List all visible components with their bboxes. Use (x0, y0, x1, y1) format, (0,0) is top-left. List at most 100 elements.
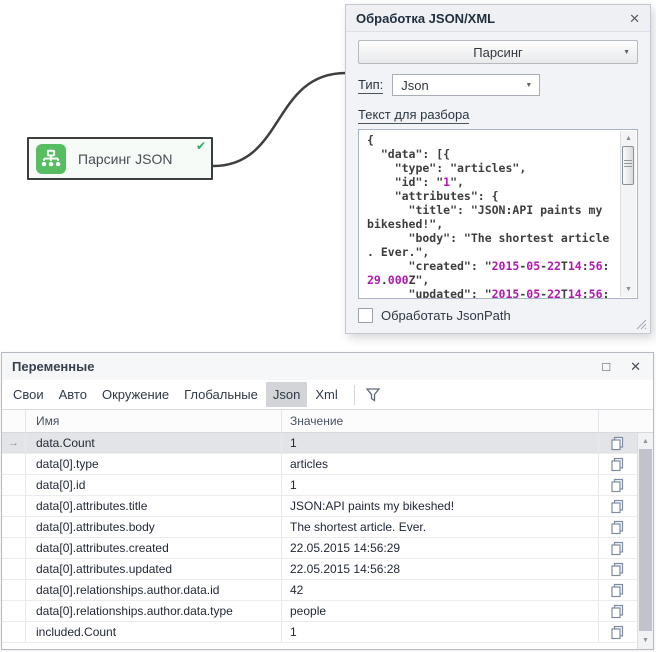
row-selector-gutter: → (2, 433, 26, 453)
row-selector-gutter (2, 580, 26, 600)
copy-icon[interactable] (610, 625, 625, 640)
properties-panel: Обработка JSON/XML ✕ Парсинг ▼ Тип: Json… (345, 4, 651, 334)
scroll-down-icon[interactable]: ▼ (642, 637, 649, 644)
table-scrollbar[interactable]: ▲ ▼ (637, 433, 653, 649)
tab-окружение[interactable]: Окружение (101, 387, 170, 402)
variable-value: 1 (282, 475, 599, 495)
properties-panel-titlebar: Обработка JSON/XML ✕ (346, 5, 650, 32)
copy-cell (599, 496, 635, 516)
row-selector-gutter (2, 559, 26, 579)
variable-value: 1 (282, 622, 599, 642)
copy-cell (599, 622, 635, 642)
tab-авто[interactable]: Авто (58, 387, 87, 402)
variable-value: The shortest article. Ever. (282, 517, 599, 537)
jsonpath-checkbox[interactable] (358, 308, 373, 323)
variables-panel-title: Переменные (12, 359, 95, 374)
copy-icon[interactable] (610, 541, 625, 556)
row-selector-gutter (2, 517, 26, 537)
toolbar-separator (353, 384, 355, 405)
table-row[interactable]: data[0].attributes.updated 22.05.2015 14… (2, 559, 637, 580)
copy-icon[interactable] (610, 604, 625, 619)
tab-xml[interactable]: Xml (315, 387, 338, 402)
table-row[interactable]: data[0].relationships.author.data.type p… (2, 601, 637, 622)
header-gutter (2, 410, 26, 432)
row-selector-gutter (2, 538, 26, 558)
tab-глобальные[interactable]: Глобальные (184, 387, 258, 402)
copy-cell (599, 601, 635, 621)
type-dropdown-value: Json (401, 77, 429, 93)
variables-panel: Переменные □ ✕ Свои Авто Окружение Глобальн… (1, 352, 654, 650)
copy-cell (599, 580, 635, 600)
action-dropdown[interactable]: Парсинг ▼ (358, 40, 638, 64)
table-row[interactable]: data[0].attributes.body The shortest art… (2, 517, 637, 538)
row-selector-gutter (2, 622, 26, 642)
header-copy (599, 410, 635, 432)
table-row[interactable]: → data.Count 1 (2, 433, 637, 454)
selected-row-arrow: → (8, 437, 19, 449)
flow-node-parse-json[interactable]: Парсинг JSON ✔ (27, 137, 213, 180)
editor-scrollbar[interactable]: ▲ ▼ (620, 131, 636, 297)
resize-grip[interactable] (635, 318, 647, 330)
copy-icon[interactable] (610, 436, 625, 451)
table-row[interactable]: data[0].relationships.author.data.id 42 (2, 580, 637, 601)
scrollbar-thumb[interactable] (622, 146, 634, 185)
copy-icon[interactable] (610, 562, 625, 577)
copy-cell (599, 454, 635, 474)
copy-cell (599, 517, 635, 537)
close-icon[interactable]: ✕ (630, 359, 641, 374)
variable-name: included.Count (26, 622, 282, 642)
copy-icon[interactable] (610, 520, 625, 535)
chevron-down-icon: ▼ (623, 49, 630, 56)
copy-icon[interactable] (610, 478, 625, 493)
success-check-icon: ✔ (195, 139, 206, 153)
variable-value: 42 (282, 580, 599, 600)
variable-name: data[0].relationships.author.data.type (26, 601, 282, 621)
table-row[interactable]: data[0].type articles (2, 454, 637, 475)
json-text-editor[interactable]: { "data": [{ "type": "articles", "id": "… (358, 129, 638, 299)
table-row[interactable]: included.Count 1 (2, 622, 637, 643)
table-row[interactable]: data[0].id 1 (2, 475, 637, 496)
variable-value: 1 (282, 433, 599, 453)
parse-text-label: Текст для разбора (358, 107, 470, 124)
type-dropdown[interactable]: Json ▼ (392, 74, 541, 96)
table-rows: → data.Count 1 data[0].type articles dat… (2, 433, 637, 649)
tab-json[interactable]: Json (265, 382, 308, 407)
variable-name: data[0].relationships.author.data.id (26, 580, 282, 600)
copy-icon[interactable] (610, 499, 625, 514)
copy-cell (599, 433, 635, 453)
table-row[interactable]: data[0].attributes.title JSON:API paints… (2, 496, 637, 517)
scrollbar-thumb[interactable] (639, 449, 652, 631)
variable-value: articles (282, 454, 599, 474)
variable-name: data[0].attributes.updated (26, 559, 282, 579)
tab-свои[interactable]: Свои (13, 387, 44, 402)
variable-value: JSON:API paints my bikeshed! (282, 496, 599, 516)
filter-icon[interactable] (365, 387, 381, 403)
copy-icon[interactable] (610, 583, 625, 598)
type-label: Тип: (358, 76, 384, 94)
scroll-up-icon[interactable]: ▲ (625, 135, 632, 142)
json-text-content[interactable]: { "data": [{ "type": "articles", "id": "… (367, 133, 610, 298)
variable-value: 22.05.2015 14:56:29 (282, 538, 599, 558)
variable-value: people (282, 601, 599, 621)
scroll-down-icon[interactable]: ▼ (625, 286, 632, 293)
tabs: Свои Авто Окружение Глобальные Json Xml (6, 382, 346, 407)
properties-panel-title: Обработка JSON/XML (356, 10, 496, 26)
maximize-icon[interactable]: □ (602, 359, 611, 374)
copy-cell (599, 538, 635, 558)
variables-panel-titlebar: Переменные □ ✕ (2, 353, 653, 380)
variable-name: data[0].attributes.title (26, 496, 282, 516)
header-value[interactable]: Значение (282, 410, 599, 432)
scroll-up-icon[interactable]: ▲ (642, 438, 649, 445)
row-selector-gutter (2, 496, 26, 516)
variable-name: data[0].id (26, 475, 282, 495)
chevron-down-icon: ▼ (525, 82, 533, 89)
table-header: Имя Значение (2, 410, 653, 433)
close-icon[interactable]: ✕ (629, 10, 640, 26)
copy-icon[interactable] (610, 457, 625, 472)
header-name[interactable]: Имя (26, 410, 282, 432)
variable-name: data[0].attributes.created (26, 538, 282, 558)
variable-name: data[0].type (26, 454, 282, 474)
table-row[interactable]: data[0].attributes.created 22.05.2015 14… (2, 538, 637, 559)
row-selector-gutter (2, 601, 26, 621)
